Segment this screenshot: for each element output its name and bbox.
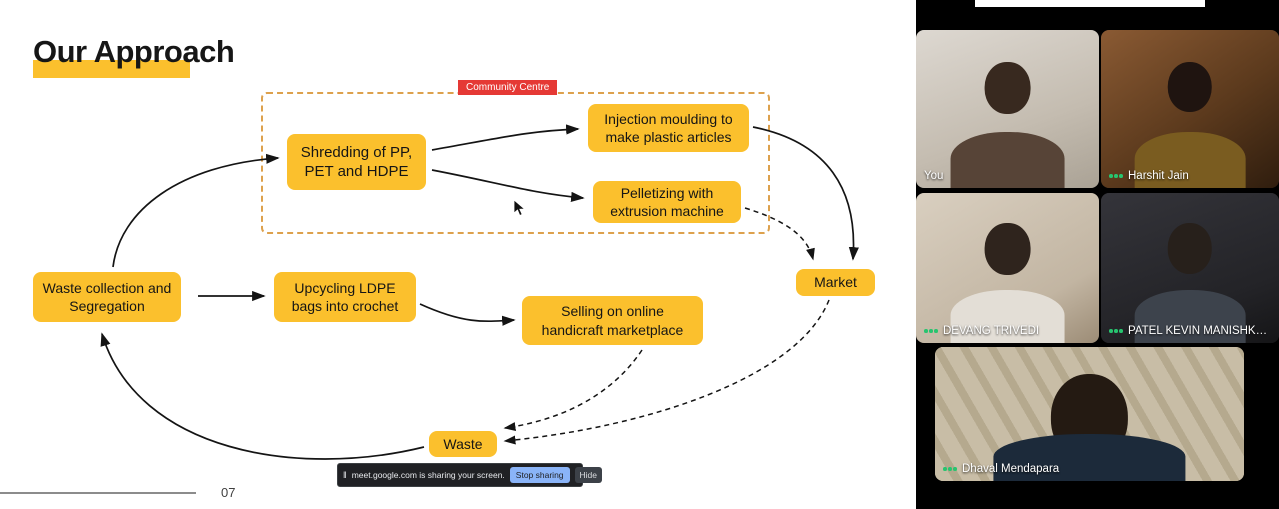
participant-tile[interactable]: PATEL KEVIN MANISHK… bbox=[1101, 193, 1279, 343]
node-waste: Waste bbox=[429, 431, 497, 457]
person-silhouette bbox=[950, 223, 1065, 343]
participant-video bbox=[1101, 30, 1279, 188]
participant-name-label: PATEL KEVIN MANISHK… bbox=[1109, 325, 1267, 337]
participants-panel: You Harshit Jain DEVANG TRIVED bbox=[916, 0, 1279, 509]
participant-video bbox=[935, 347, 1244, 481]
speaking-indicator-icon bbox=[1109, 329, 1123, 333]
node-shredding: Shredding of PP, PET and HDPE bbox=[287, 134, 426, 190]
node-upcycling: Upcycling LDPE bags into crochet bbox=[274, 272, 416, 322]
node-pelletizing: Pelletizing with extrusion machine bbox=[593, 181, 741, 223]
speaking-indicator-icon bbox=[943, 467, 957, 471]
node-selling: Selling on online handicraft marketplace bbox=[522, 296, 703, 345]
participant-tile[interactable]: DEVANG TRIVEDI bbox=[916, 193, 1099, 343]
participant-video bbox=[916, 30, 1099, 188]
participant-name-label: Harshit Jain bbox=[1109, 170, 1189, 182]
participant-name: PATEL KEVIN MANISHK… bbox=[1128, 325, 1268, 337]
participant-name: DEVANG TRIVEDI bbox=[943, 325, 1040, 337]
node-injection-moulding: Injection moulding to make plastic artic… bbox=[588, 104, 749, 152]
participant-video bbox=[1101, 193, 1279, 343]
hide-share-bar-button[interactable]: Hide bbox=[574, 467, 603, 483]
participant-tile[interactable]: Dhaval Mendapara bbox=[935, 347, 1244, 481]
participant-video bbox=[916, 193, 1099, 343]
participant-name-label: Dhaval Mendapara bbox=[943, 463, 1059, 475]
stop-sharing-button[interactable]: Stop sharing bbox=[509, 467, 570, 483]
person-silhouette bbox=[1134, 223, 1246, 343]
person-silhouette bbox=[1134, 61, 1246, 188]
participant-name-label: You bbox=[924, 170, 943, 182]
slide-footer-line bbox=[0, 492, 196, 494]
community-centre-label: Community Centre bbox=[458, 80, 558, 95]
person-silhouette bbox=[993, 373, 1186, 481]
participant-name: Dhaval Mendapara bbox=[962, 463, 1060, 475]
share-message: meet.google.com is sharing your screen. bbox=[351, 470, 505, 480]
title-highlight-bar bbox=[33, 60, 190, 78]
node-waste-collection: Waste collection and Segregation bbox=[33, 272, 181, 322]
participant-name: You bbox=[924, 170, 944, 182]
shared-screen-slide: Our Approach Community Centre bbox=[0, 0, 916, 509]
screen-share-bar: ‖ meet.google.com is sharing your screen… bbox=[337, 463, 603, 487]
speaking-indicator-icon bbox=[1109, 174, 1123, 178]
participant-tile[interactable]: You bbox=[916, 30, 1099, 188]
mouse-cursor-icon bbox=[513, 199, 526, 217]
slide-page-number: 07 bbox=[221, 485, 236, 500]
person-silhouette bbox=[950, 61, 1065, 188]
browser-top-strip bbox=[975, 0, 1205, 7]
participant-tile[interactable]: Harshit Jain bbox=[1101, 30, 1279, 188]
pause-icon: ‖ bbox=[343, 470, 347, 480]
node-market: Market bbox=[796, 269, 875, 296]
slide-title: Our Approach bbox=[33, 34, 235, 69]
speaking-indicator-icon bbox=[924, 329, 938, 333]
participant-name-label: DEVANG TRIVEDI bbox=[924, 325, 1039, 337]
participant-name: Harshit Jain bbox=[1128, 170, 1189, 182]
